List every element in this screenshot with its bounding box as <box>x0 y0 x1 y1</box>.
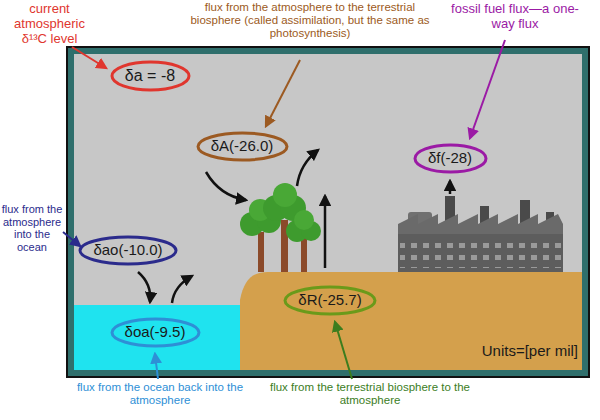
leader-arrow <box>335 322 352 379</box>
trees <box>240 183 321 272</box>
frame-outline <box>66 46 590 378</box>
leader-arrow <box>63 232 80 246</box>
factory-hall <box>398 234 563 272</box>
leader-arrow <box>266 60 300 126</box>
flux-arrow <box>297 150 318 186</box>
flux-ellipse: δf(-28) <box>413 143 488 174</box>
note-ocean-to-air: flux from the ocean back into the atmosp… <box>60 381 260 407</box>
isotope-value: δao(-10.0) <box>78 242 178 259</box>
atmosphere-ground <box>74 54 582 370</box>
tree-canopy <box>294 210 314 230</box>
flux-ellipse: δa = -8 <box>110 60 191 92</box>
note-assimilation: flux from the atmosphere to the terrestr… <box>180 1 440 41</box>
flux-arrow <box>172 276 192 303</box>
leader-arrow <box>72 47 106 68</box>
note-fossil-fuel: fossil fuel flux—a one-way flux <box>440 2 590 32</box>
isotope-value: δf(-28) <box>413 150 488 167</box>
frame-border <box>68 48 588 376</box>
isotope-value: δA(-26.0) <box>196 138 289 155</box>
isotope-value: δoa(-9.5) <box>110 324 201 341</box>
leader-arrow <box>470 40 505 138</box>
flux-arrow <box>138 272 150 302</box>
flux-ellipse: δoa(-9.5) <box>110 317 201 348</box>
isotope-value: δR(-25.7) <box>283 292 377 309</box>
note-atmosphere-level: current atmospheric δ¹³C level <box>2 2 97 47</box>
tree-trunk <box>258 232 264 272</box>
tree-trunk <box>301 238 307 272</box>
flux-arrow <box>324 196 327 268</box>
flux-ellipse: δA(-26.0) <box>196 131 289 162</box>
factory-windows <box>400 238 561 268</box>
isotope-value: δa = -8 <box>110 67 191 85</box>
flux-arrow <box>449 181 452 194</box>
land <box>240 272 582 370</box>
factory-roof <box>398 214 563 234</box>
note-air-to-ocean: flux from the atmosphere into the ocean <box>0 203 64 254</box>
flux-arrow <box>206 172 246 200</box>
note-biosphere-to-air: flux from the terrestrial biosphere to t… <box>240 381 500 407</box>
flux-ellipse: δR(-25.7) <box>283 285 377 316</box>
leader-arrow <box>155 354 158 379</box>
units-note: Units=[per mil] <box>440 342 578 359</box>
flux-ellipse: δao(-10.0) <box>78 235 178 266</box>
factory <box>398 196 563 272</box>
tree-canopy <box>273 183 297 207</box>
ocean <box>74 305 242 370</box>
